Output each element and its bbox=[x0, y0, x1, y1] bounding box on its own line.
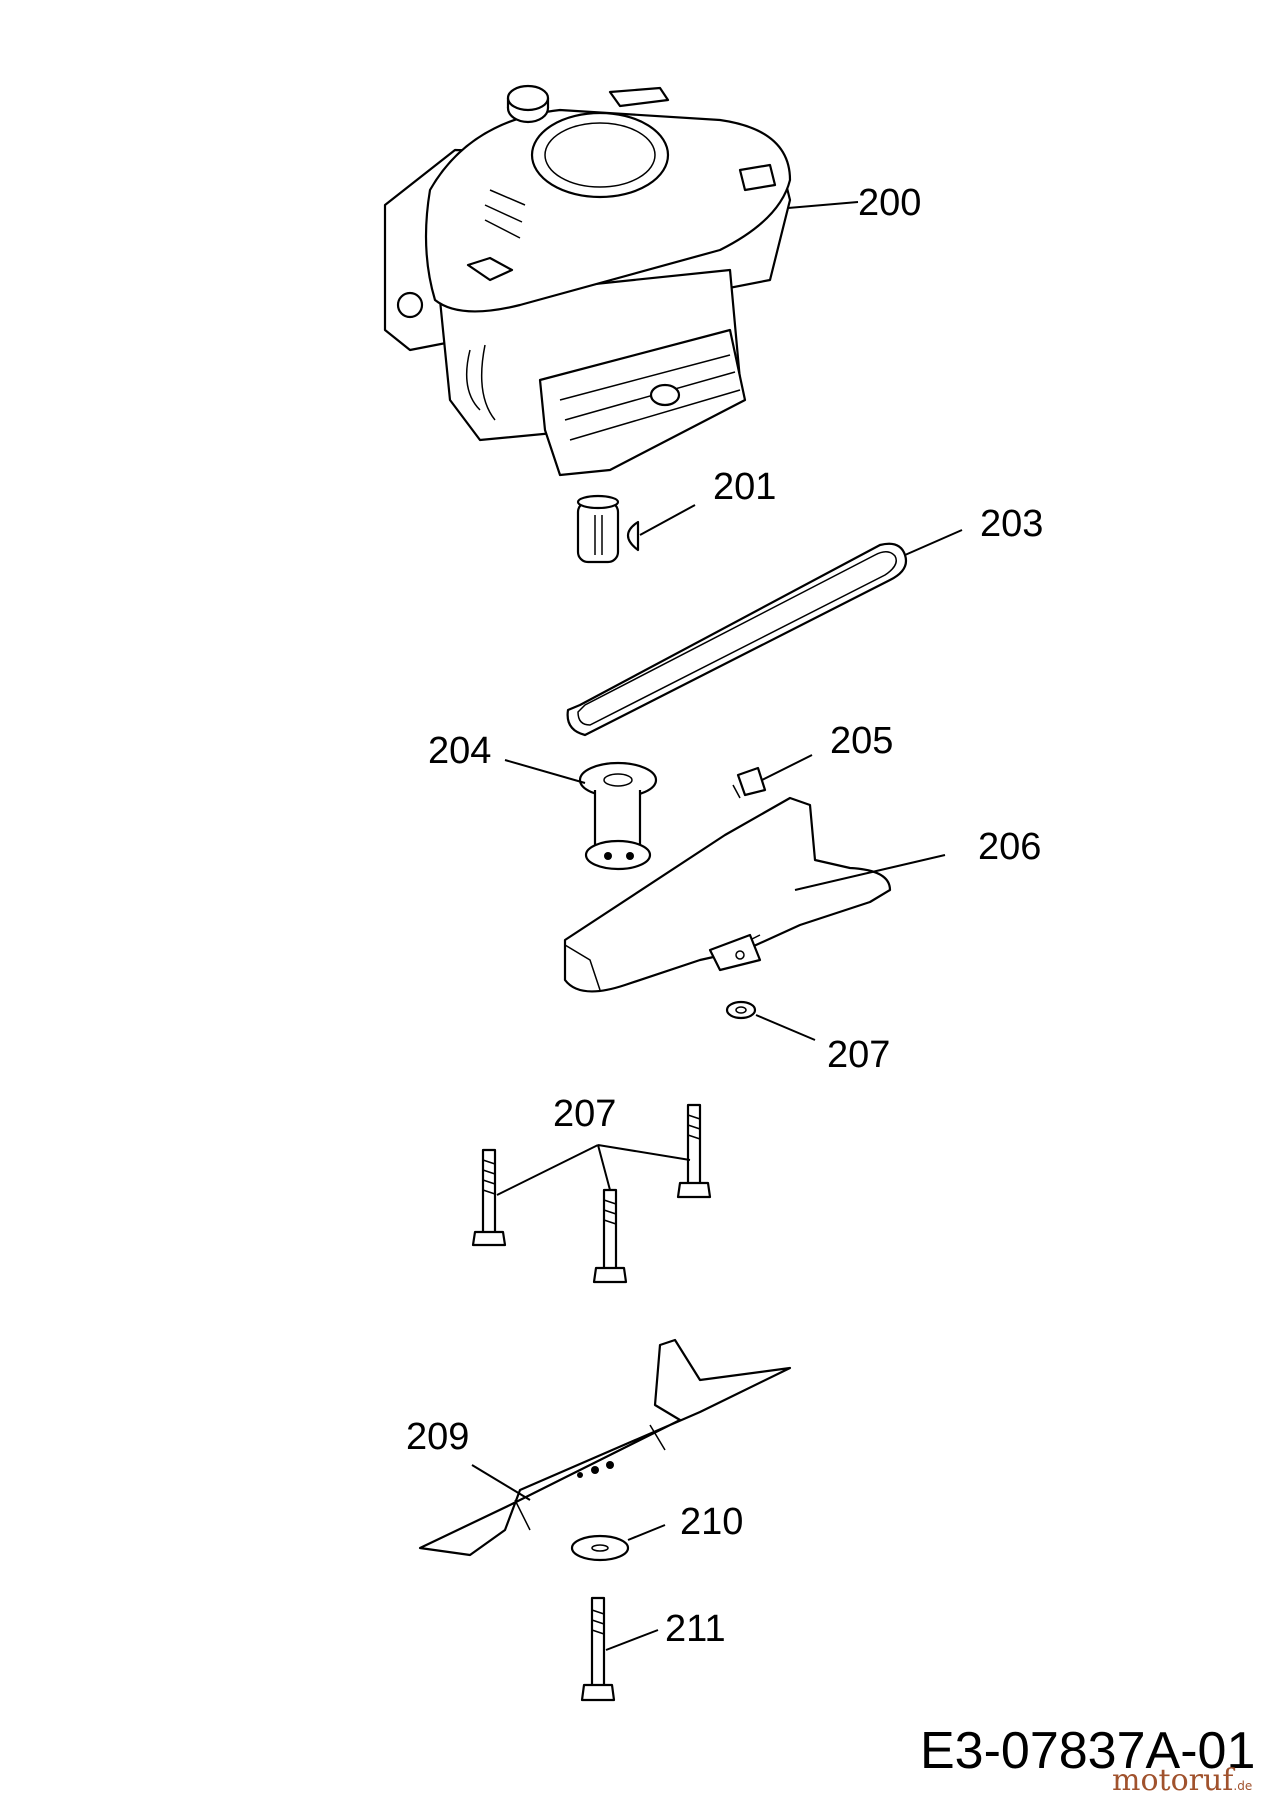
leader-210 bbox=[627, 1524, 666, 1541]
leader-204 bbox=[504, 759, 586, 784]
label-201: 201 bbox=[713, 466, 777, 508]
label-206: 206 bbox=[978, 826, 1042, 868]
label-209: 209 bbox=[406, 1416, 470, 1458]
clip-part-205 bbox=[732, 766, 767, 799]
leader-211 bbox=[605, 1629, 659, 1651]
label-200: 200 bbox=[858, 182, 922, 224]
watermark-text: motoruf bbox=[1112, 1763, 1234, 1798]
leader-200 bbox=[787, 201, 859, 209]
bolts-part-207 bbox=[471, 1103, 712, 1284]
label-203: 203 bbox=[980, 503, 1044, 545]
leader-207b bbox=[496, 1144, 691, 1196]
leader-207a bbox=[755, 1014, 816, 1041]
label-211: 211 bbox=[665, 1608, 726, 1650]
label-205: 205 bbox=[830, 720, 894, 762]
label-207-bolts: 207 bbox=[553, 1093, 617, 1135]
leader-203 bbox=[904, 529, 963, 556]
watermark-suffix: .de bbox=[1233, 1779, 1253, 1793]
leader-205 bbox=[761, 754, 813, 781]
watermark-logo: motoruf.de bbox=[1112, 1766, 1252, 1796]
label-207-washer: 207 bbox=[827, 1034, 891, 1076]
pulley-part-204 bbox=[578, 761, 658, 871]
bolt-part-211 bbox=[580, 1596, 616, 1702]
drawing-code: E3-07837A-01 bbox=[920, 1722, 1256, 1780]
engine-part-200 bbox=[383, 84, 792, 477]
key-part-201 bbox=[576, 494, 640, 564]
belt-part-203 bbox=[566, 542, 908, 737]
label-204: 204 bbox=[428, 730, 492, 772]
blade-part-209 bbox=[418, 1338, 792, 1557]
washer-part-210 bbox=[570, 1534, 630, 1562]
leader-206 bbox=[794, 854, 946, 891]
label-210: 210 bbox=[680, 1501, 744, 1543]
leader-201 bbox=[639, 504, 696, 536]
guard-part-206 bbox=[563, 796, 892, 993]
washer-part-207 bbox=[725, 1000, 757, 1020]
leader-209 bbox=[471, 1464, 531, 1501]
